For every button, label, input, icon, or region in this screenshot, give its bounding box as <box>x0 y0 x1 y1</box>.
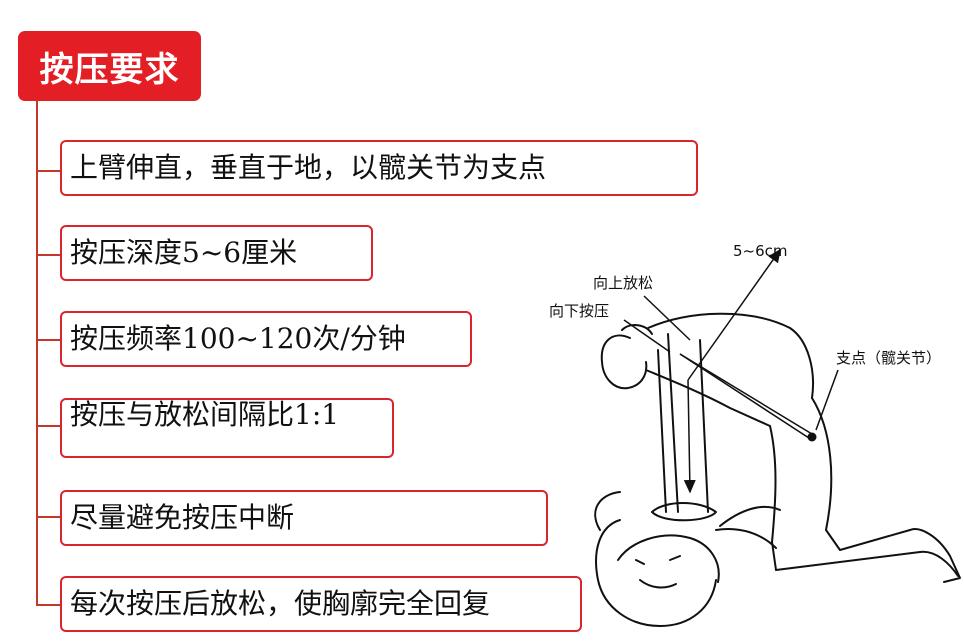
requirement-item-rate: 按压频率100~120次/分钟 <box>60 311 472 367</box>
requirement-item-recoil: 每次按压后放松，使胸廓完全回复 <box>60 576 582 632</box>
depth-label: 5~6cm <box>733 242 788 260</box>
page-title: 按压要求 <box>18 31 201 101</box>
requirement-item-arm-posture: 上臂伸直，垂直于地，以髋关节为支点 <box>60 140 698 196</box>
connector-branch <box>36 170 61 172</box>
connector-branch <box>36 604 61 606</box>
pivot-point <box>807 432 817 442</box>
requirement-item-no-interruption: 尽量避免按压中断 <box>60 490 548 546</box>
requirement-item-depth: 按压深度5~6厘米 <box>60 225 373 281</box>
connector-branch <box>36 254 61 256</box>
cpr-illustration <box>594 248 961 627</box>
up-release-label: 向上放松 <box>593 274 654 292</box>
connector-trunk <box>36 101 38 606</box>
connector-branch <box>36 339 61 341</box>
requirement-item-ratio: 按压与放松间隔比1:1 <box>60 398 394 458</box>
down-press-label: 向下按压 <box>549 302 610 320</box>
pivot-label: 支点（髋关节） <box>836 349 942 367</box>
connector-branch <box>36 516 61 518</box>
connector-branch <box>36 425 61 427</box>
